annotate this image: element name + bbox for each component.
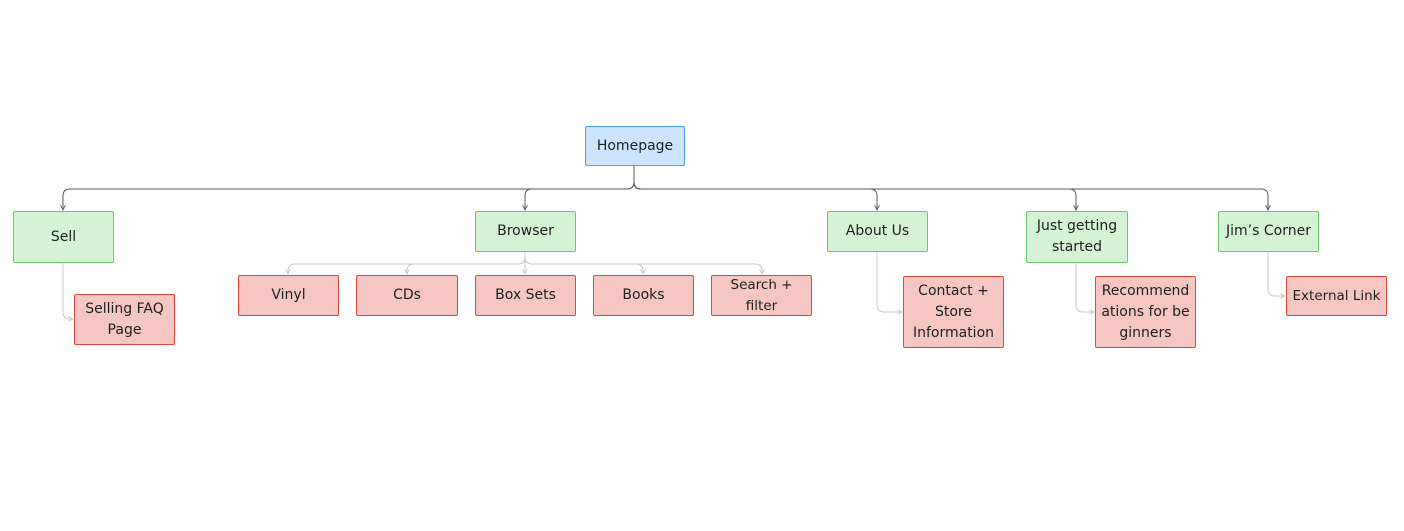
node-jims-corner: Jim’s Corner — [1218, 211, 1319, 252]
connector-browser-to-search-filter — [524, 256, 762, 274]
connector-browser-to-books — [524, 256, 643, 274]
node-box-sets: Box Sets — [475, 275, 576, 316]
node-search-filter: Search + filter — [711, 275, 812, 316]
node-homepage: Homepage — [585, 126, 685, 166]
connector-about-us-to-contact-store — [876, 252, 902, 312]
node-cds: CDs — [356, 275, 458, 316]
connector-just-getting-started-to-recommendations — [1075, 263, 1094, 312]
connector-homepage-to-browser — [525, 181, 635, 210]
node-selling-faq: Selling FAQ Page — [74, 294, 175, 345]
node-vinyl: Vinyl — [238, 275, 339, 316]
node-sell: Sell — [13, 211, 114, 263]
connector-browser-to-cds — [407, 256, 526, 274]
node-contact-store: Contact + Store Information — [903, 276, 1004, 348]
node-external-link: External Link — [1286, 276, 1387, 316]
connector-browser-to-vinyl — [288, 252, 526, 274]
connector-homepage-to-sell — [63, 166, 635, 210]
connector-homepage-to-about-us — [633, 181, 877, 210]
connector-homepage-to-jims-corner — [633, 181, 1268, 210]
connector-jims-corner-to-external-link — [1267, 252, 1285, 296]
node-just-getting-started: Just getting started — [1026, 211, 1128, 263]
node-browser: Browser — [475, 211, 576, 252]
node-recommendations: Recommendations for beginners — [1095, 276, 1196, 348]
connector-sell-to-selling-faq — [62, 263, 73, 319]
node-about-us: About Us — [827, 211, 928, 252]
node-books: Books — [593, 275, 694, 316]
connector-homepage-to-just-getting-started — [633, 181, 1076, 210]
